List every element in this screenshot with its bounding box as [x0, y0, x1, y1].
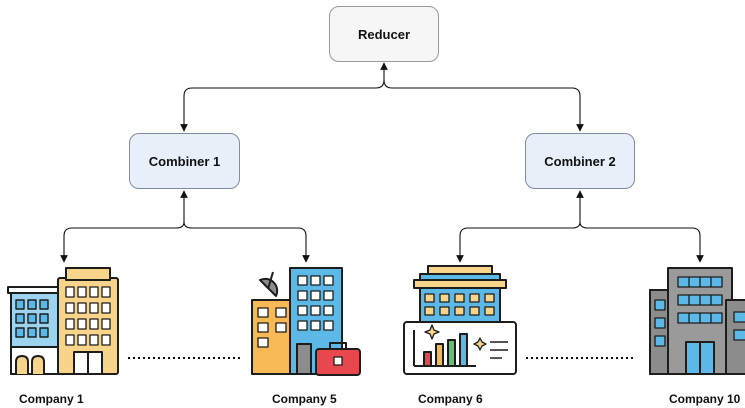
combiner-1-label: Combiner 1	[148, 153, 221, 169]
office-tower-briefcase-icon	[251, 267, 361, 376]
company-10-label: Company 10	[669, 392, 741, 406]
reducer-label: Reducer	[357, 26, 411, 42]
combiner-2-connector	[456, 190, 704, 263]
reducer-connector	[180, 62, 584, 132]
company-6-label: Company 6	[418, 392, 483, 406]
reducer-node: Reducer	[329, 6, 439, 62]
company-5-label: Company 5	[272, 392, 337, 406]
skyscraper-icon	[649, 267, 745, 375]
building-chart-icon	[403, 265, 517, 375]
combiner-1-connector	[60, 190, 310, 263]
combiner-1-node: Combiner 1	[129, 133, 240, 189]
company-1-label: Company 1	[19, 392, 84, 406]
combiner-2-node: Combiner 2	[525, 133, 635, 189]
combiner-2-label: Combiner 2	[544, 153, 616, 169]
office-building-icon	[7, 267, 119, 375]
